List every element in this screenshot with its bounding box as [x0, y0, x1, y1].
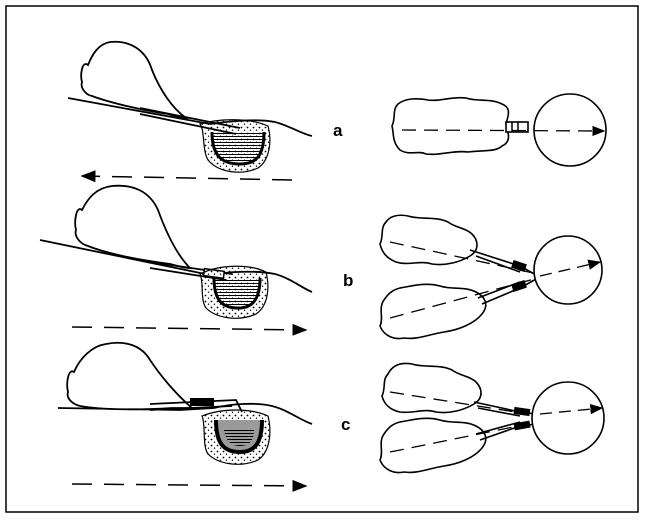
panel-label-c: c — [341, 415, 350, 434]
direction-arrow — [71, 323, 308, 336]
axis-line-lower — [389, 277, 539, 319]
tube-arm — [149, 399, 243, 413]
cloud-shape — [74, 184, 193, 269]
panel-c: c — [57, 341, 605, 492]
tube-lower — [477, 277, 539, 305]
terrain-line — [67, 97, 313, 137]
connector — [505, 121, 529, 133]
cloud-outline — [391, 96, 510, 156]
axis-line-upper — [389, 241, 539, 275]
target-circle — [533, 93, 607, 167]
top-view-c — [379, 362, 605, 474]
side-view-a — [67, 40, 313, 183]
cloud-outline-lower — [379, 283, 487, 340]
side-view-b — [39, 184, 313, 336]
panel-a: a — [67, 40, 607, 183]
axis-line — [401, 125, 606, 137]
cloud-shape — [80, 40, 189, 119]
side-view-c — [57, 341, 313, 492]
panel-label-a: a — [333, 121, 343, 140]
axis-line-out — [539, 403, 604, 415]
top-view-b — [379, 214, 603, 340]
top-view-a — [391, 93, 607, 167]
direction-arrow — [71, 479, 308, 492]
connector-block — [190, 398, 214, 406]
target-circle — [531, 381, 605, 455]
direction-arrow — [80, 170, 293, 183]
cloud-shape — [66, 341, 195, 411]
axis-line-upper — [389, 391, 529, 415]
panel-b: b — [39, 184, 603, 340]
cloud-outline-upper — [381, 362, 482, 414]
cloud-outline-lower — [379, 417, 487, 474]
figure-frame — [5, 5, 639, 513]
cup-vessel — [212, 277, 262, 310]
axis-line-out — [539, 259, 602, 277]
cup-vessel — [210, 131, 266, 166]
cloud-outline-upper — [379, 214, 478, 266]
connector-lower — [511, 280, 527, 292]
connector-upper — [511, 260, 527, 272]
axis-line-lower — [389, 423, 529, 453]
panel-label-b: b — [343, 271, 353, 290]
